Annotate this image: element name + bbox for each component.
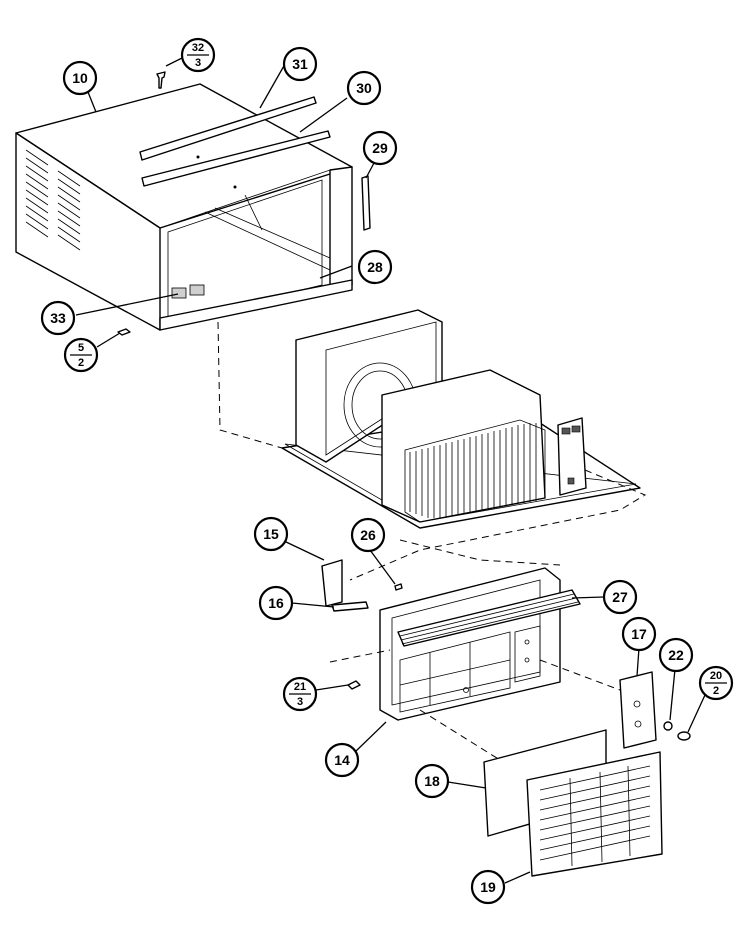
cabinet-part xyxy=(15,83,353,331)
callout-20-2: 20 2 xyxy=(698,665,734,701)
callout-16: 16 xyxy=(258,585,294,621)
callout-10: 10 xyxy=(62,60,98,96)
svg-text:19: 19 xyxy=(480,879,496,895)
top-seal-strip xyxy=(141,130,331,187)
cabinet-louvers xyxy=(25,149,81,251)
leader-lines xyxy=(75,56,706,884)
callout-19: 19 xyxy=(470,869,506,905)
coil-fins xyxy=(409,423,537,518)
svg-text:15: 15 xyxy=(263,526,279,542)
alignment-line-6 xyxy=(419,709,501,761)
alignment-line-5 xyxy=(539,659,621,691)
knob-22 xyxy=(663,721,673,731)
callout-17: 17 xyxy=(621,616,657,652)
front-frame xyxy=(379,567,581,721)
callout-28: 28 xyxy=(357,249,393,285)
svg-text:21: 21 xyxy=(294,681,306,693)
svg-text:18: 18 xyxy=(424,773,440,789)
callout-27: 27 xyxy=(602,579,638,615)
callout-21-3: 21 3 xyxy=(282,676,318,712)
top-rail-strip xyxy=(139,96,317,161)
svg-text:10: 10 xyxy=(72,70,88,86)
svg-text:32: 32 xyxy=(192,42,204,54)
svg-text:2: 2 xyxy=(713,685,719,697)
callout-14: 14 xyxy=(324,742,360,778)
svg-text:16: 16 xyxy=(268,595,284,611)
svg-text:2: 2 xyxy=(78,357,84,369)
svg-text:3: 3 xyxy=(297,696,303,708)
svg-text:33: 33 xyxy=(50,310,66,326)
svg-text:31: 31 xyxy=(292,56,308,72)
chassis-assembly xyxy=(281,309,641,529)
callout-30: 30 xyxy=(346,70,382,106)
callout-29: 29 xyxy=(362,130,398,166)
front-grille-19 xyxy=(526,751,663,877)
screw-21 xyxy=(347,680,361,690)
svg-text:14: 14 xyxy=(334,752,350,768)
svg-text:28: 28 xyxy=(367,259,383,275)
knob-20 xyxy=(677,731,691,741)
bracket-15 xyxy=(321,559,343,607)
screw-5 xyxy=(117,328,131,336)
svg-text:22: 22 xyxy=(668,647,684,663)
svg-text:26: 26 xyxy=(360,527,376,543)
svg-text:30: 30 xyxy=(356,80,372,96)
callout-31: 31 xyxy=(282,46,318,82)
callout-32-3: 32 3 xyxy=(180,37,216,73)
svg-text:27: 27 xyxy=(612,589,628,605)
strip-16 xyxy=(331,601,369,612)
svg-text:5: 5 xyxy=(78,342,84,354)
callout-5-2: 5 2 xyxy=(63,337,99,373)
callout-18: 18 xyxy=(414,763,450,799)
screw-32 xyxy=(156,71,166,89)
svg-text:17: 17 xyxy=(631,626,647,642)
callout-22: 22 xyxy=(658,637,694,673)
callout-15: 15 xyxy=(253,516,289,552)
control-plate-17 xyxy=(619,671,657,749)
callout-33: 33 xyxy=(40,300,76,336)
svg-text:29: 29 xyxy=(372,140,388,156)
screw-26 xyxy=(394,583,403,591)
svg-text:3: 3 xyxy=(195,57,201,69)
callout-26: 26 xyxy=(350,517,386,553)
alignment-line-3 xyxy=(399,539,561,566)
side-seal-strip xyxy=(361,175,371,231)
alignment-line-4 xyxy=(329,649,391,663)
alignment-line-1 xyxy=(217,321,283,449)
svg-text:20: 20 xyxy=(710,670,722,682)
